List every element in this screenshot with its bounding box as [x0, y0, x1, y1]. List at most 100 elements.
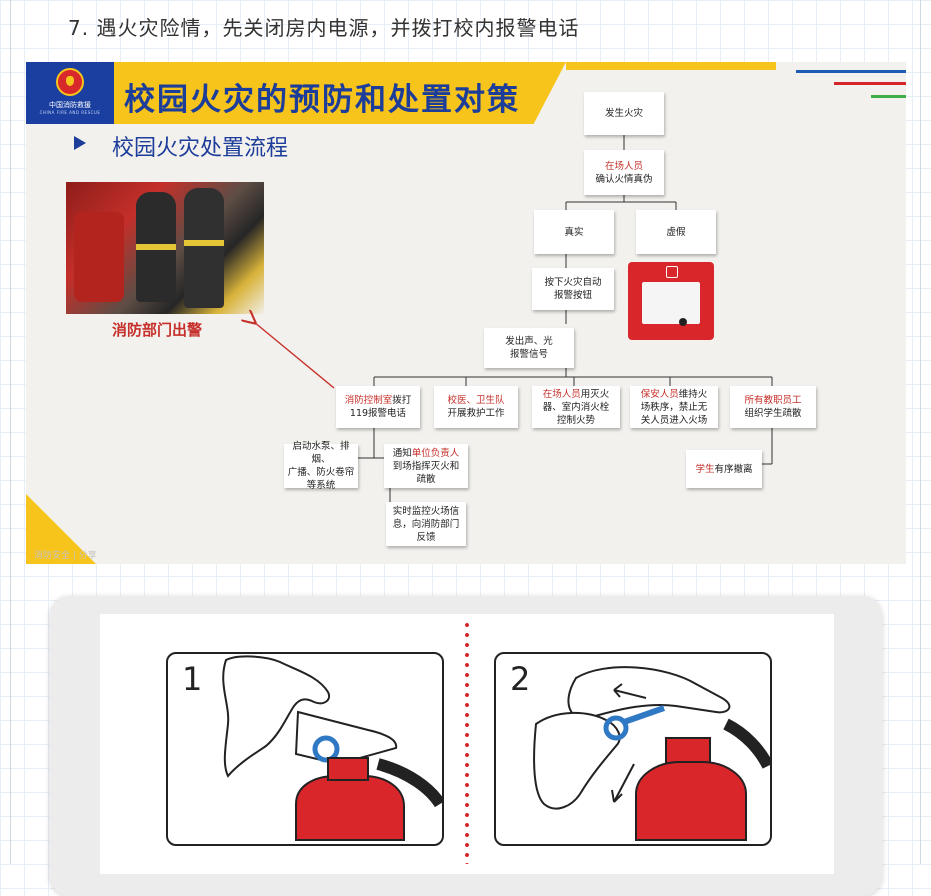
flow-notify-verb: 通知: [392, 447, 412, 459]
slide-title-banner: [26, 62, 566, 124]
flow-false: 虚假: [636, 210, 716, 254]
logo-name: 中国消防救援: [49, 101, 91, 109]
flow-notify-line3: 疏散: [416, 473, 436, 485]
flowchart-connectors: [26, 135, 773, 533]
fire-alarm-button: [628, 262, 714, 340]
step-2-number: 2: [510, 660, 531, 698]
down-arrow-icon: [613, 763, 635, 803]
slide-subtitle: 校园火灾处置流程: [112, 136, 289, 161]
flow-signal-line2: 报警信号: [509, 349, 548, 360]
flow-real: 真实: [534, 210, 614, 254]
fire-rescue-logo: 中国消防救援 CHINA FIRE AND RESCUE: [26, 62, 114, 124]
step-1-illustration: [222, 655, 442, 841]
arrow-bullet-icon: [74, 136, 86, 150]
alarm-flame-icon: [666, 266, 678, 278]
extinguisher-body-icon: [635, 761, 747, 841]
hand-icon: [222, 655, 330, 778]
hand-icon: [533, 711, 621, 810]
decor-stripe-green: [871, 95, 906, 98]
hose-icon: [376, 758, 442, 808]
step-1-number: 1: [182, 660, 203, 698]
extinguisher-handle-icon: [294, 710, 398, 766]
page-border-left: [10, 0, 11, 864]
extinguisher-body-icon: [295, 775, 405, 841]
page-border-right: [920, 0, 921, 864]
extinguisher-neck-icon: [665, 737, 711, 765]
flow-real-label: 真实: [564, 226, 584, 238]
slide-watermark: 消防安全 | 分享: [34, 551, 97, 561]
flow-students-evacuate: 学生有序撤离: [686, 450, 762, 488]
flow-staff-action: 组织学生疏散: [744, 408, 802, 419]
decor-stripe-red: [834, 82, 906, 85]
firefighters-photo: [66, 182, 264, 314]
flow-systems-line1: 启动水泵、排烟、: [292, 441, 350, 465]
flow-security-line2: 场秩序，禁止无: [640, 401, 708, 413]
flow-control-room-verb: 拨打: [392, 395, 412, 406]
firefighter-figure: [184, 188, 224, 308]
flow-onsite-extinguish: 在场人员用灭火 器、室内消火栓 控制火势: [532, 386, 620, 428]
flow-monitor-line2: 息，向消防部门: [392, 518, 460, 530]
flow-press-alarm: 按下火灾自动 报警按钮: [532, 268, 614, 310]
flow-students-who: 学生: [695, 463, 715, 475]
flow-security: 保安人员维持火 场秩序，禁止无 关人员进入火场: [630, 386, 718, 428]
safety-pin-icon: [603, 715, 629, 741]
step-heading: 7. 遇火灾险情，先关闭房内电源，并拨打校内报警电话: [68, 16, 580, 40]
reflective-band: [184, 240, 224, 246]
flow-monitor-line3: 反馈: [416, 531, 436, 543]
banner-top-strip: [566, 62, 776, 70]
flow-false-label: 虚假: [666, 226, 686, 238]
pull-arrow-icon: [613, 689, 647, 699]
flow-medical-action: 开展救护工作: [447, 408, 505, 419]
flow-start-label: 发生火灾: [604, 108, 643, 119]
flow-start-systems: 启动水泵、排烟、 广播、防火卷帘 等系统: [284, 441, 358, 491]
flow-security-line3: 关人员进入火场: [640, 414, 708, 426]
logo-subtitle: CHINA FIRE AND RESCUE: [39, 110, 101, 115]
flow-start: 发生火灾: [584, 92, 664, 135]
pin-shaft: [623, 705, 665, 725]
flow-security-who: 保安人员: [640, 388, 679, 400]
step-2-panel: 2: [494, 652, 772, 846]
flow-control-room-who: 消防控制室: [344, 395, 393, 406]
fire-rescue-emblem-icon: [56, 68, 84, 96]
flow-signal-line1: 发出声、光: [505, 336, 553, 347]
slide-title: 校园火灾的预防和处置对策: [124, 82, 520, 118]
flow-press-line1: 按下火灾自动: [544, 277, 602, 288]
flow-onsite-line2: 器、室内消火栓: [542, 401, 610, 413]
alarm-push-point: [679, 318, 687, 326]
step-2-illustration: [533, 666, 770, 841]
flow-control-room: 消防控制室拨打 119报警电话: [336, 386, 420, 428]
flow-medical: 校医、卫生队 开展救护工作: [434, 386, 518, 428]
flow-notify-leader: 通知单位负责人 到场指挥灭火和 疏散: [384, 444, 468, 488]
flow-confirm: 在场人员 确认火情真伪: [584, 150, 664, 195]
photo-caption: 消防部门出警: [112, 321, 203, 339]
flow-monitor-line1: 实时监控火场信: [392, 505, 460, 517]
dotted-divider: [465, 620, 469, 864]
flow-medical-who: 校医、卫生队: [447, 395, 505, 406]
flow-signal: 发出声、光 报警信号: [484, 328, 574, 368]
alarm-panel: [642, 282, 700, 326]
fire-truck-part: [74, 212, 124, 302]
flow-confirm-action: 确认火情真伪: [595, 173, 653, 185]
flow-staff: 所有教职员工 组织学生疏散: [730, 386, 816, 428]
flow-notify-who: 单位负责人: [411, 447, 460, 459]
reflective-band: [136, 244, 176, 250]
dispatch-arrow: [254, 322, 335, 389]
flow-systems-line3: 等系统: [306, 480, 336, 491]
flow-security-verb: 维持火: [678, 388, 708, 400]
flow-control-room-line2: 119报警电话: [349, 408, 407, 419]
flow-notify-line2: 到场指挥灭火和: [392, 460, 460, 472]
decor-stripe-blue: [796, 70, 906, 73]
flow-staff-who: 所有教职员工: [744, 395, 802, 406]
step-1-panel: 1: [166, 652, 444, 846]
flow-press-line2: 报警按钮: [553, 290, 592, 301]
flow-monitor: 实时监控火场信 息，向消防部门 反馈: [386, 502, 466, 546]
flow-onsite-verb: 用灭火: [580, 388, 610, 400]
flow-onsite-who: 在场人员: [542, 388, 581, 400]
safety-pin-icon: [312, 735, 340, 763]
extinguisher-neck-icon: [327, 757, 369, 781]
flow-students-action: 有序撤离: [714, 463, 753, 475]
flow-systems-line2: 广播、防火卷帘: [287, 467, 355, 478]
flow-confirm-who: 在场人员: [604, 160, 643, 172]
fire-response-slide: 中国消防救援 CHINA FIRE AND RESCUE 校园火灾的预防和处置对…: [26, 62, 906, 564]
flow-onsite-line3: 控制火势: [556, 414, 595, 426]
